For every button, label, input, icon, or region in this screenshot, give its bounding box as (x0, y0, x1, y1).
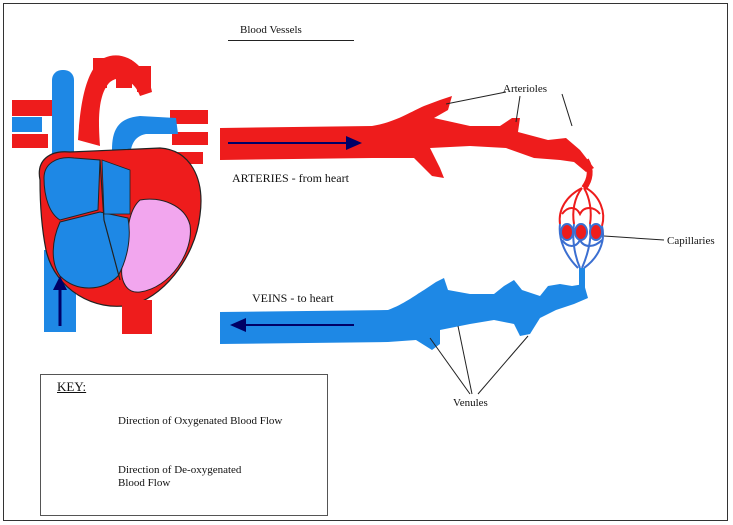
aorta-branch-3 (137, 66, 151, 92)
capillaries-label: Capillaries (667, 235, 715, 247)
capillary-red-3 (584, 188, 591, 224)
heart-left-artery-upper (12, 100, 52, 116)
title-underline (228, 40, 354, 41)
capillary-node-2 (575, 224, 587, 240)
capillaries-leader (604, 236, 664, 240)
venules-leader-1 (430, 338, 470, 394)
heart-left-ventricle (122, 199, 191, 292)
arteries-label: ARTERIES - from heart (232, 172, 349, 185)
veins-label: VEINS - to heart (252, 292, 334, 305)
venules-label: Venules (453, 397, 488, 409)
vein-vessel (220, 278, 588, 350)
arterioles-label: Arterioles (503, 83, 547, 95)
arterioles-leader-3 (562, 94, 572, 126)
venules-leader-3 (478, 336, 528, 394)
descending-aorta (122, 300, 152, 334)
capillary-mesh-1 (562, 208, 600, 214)
capillary-node-3 (590, 224, 602, 240)
heart-left-vein (12, 117, 42, 132)
capillary-bed (560, 188, 604, 288)
key-box (40, 374, 328, 516)
capillary-node-1 (561, 224, 573, 240)
key-oxygenated-label: Direction of Oxygenated Blood Flow (118, 415, 288, 428)
heart-left-artery-lower (12, 134, 48, 148)
heart-right-atrium (44, 158, 100, 220)
vein-illustration (220, 278, 588, 350)
arterioles-leader-1 (446, 92, 506, 104)
heart-right-ventricle (53, 212, 129, 288)
heart-illustration (12, 55, 208, 334)
arteriole-to-capillary (584, 160, 590, 188)
key-title: KEY: (57, 380, 86, 394)
key-deoxygenated-label: Direction of De-oxygenated Blood Flow (118, 464, 268, 489)
heart-inner-blue (102, 160, 130, 214)
aorta-branch-2 (116, 60, 132, 88)
aorta-branch-1 (93, 58, 107, 88)
diagram-title: Blood Vessels (240, 24, 302, 36)
capillary-red-4 (586, 188, 603, 226)
venules-leader-2 (458, 326, 472, 394)
artery-vessel (220, 96, 594, 178)
